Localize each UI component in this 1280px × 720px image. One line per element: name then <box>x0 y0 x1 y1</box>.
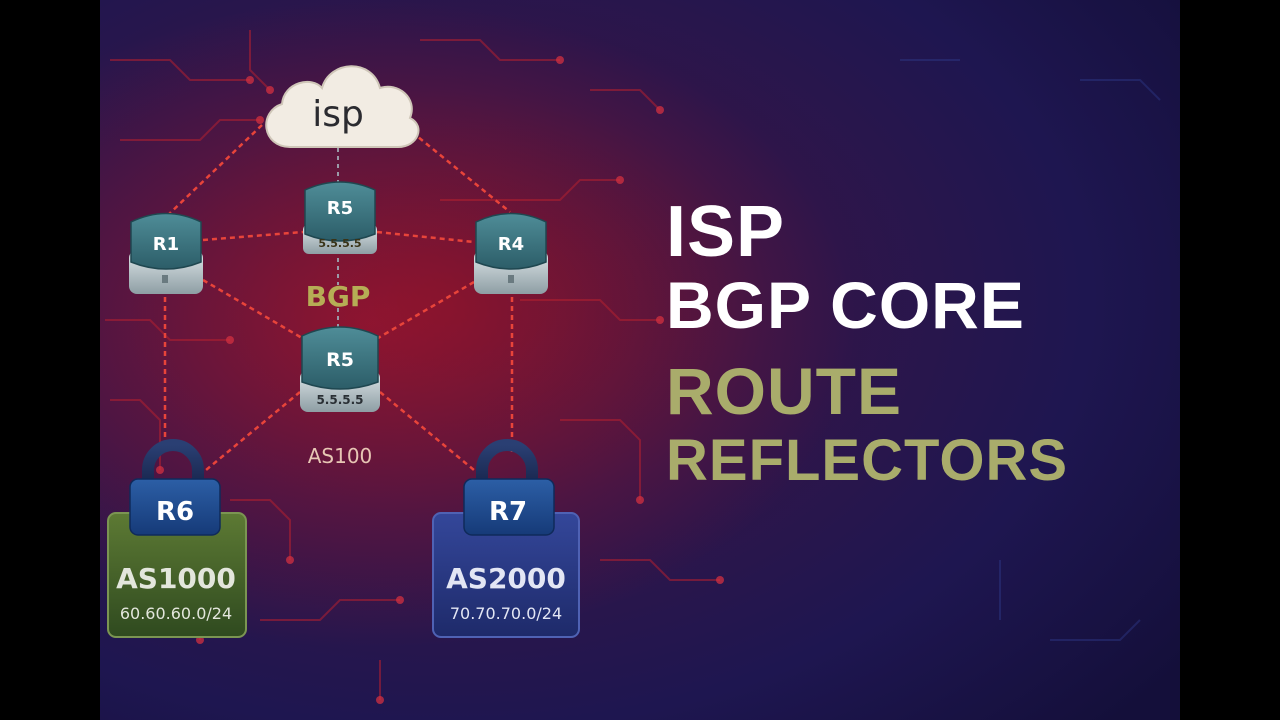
bgp-links <box>163 124 514 476</box>
link-r5mid-r7 <box>379 391 481 476</box>
link-isp-r4 <box>411 131 511 213</box>
router-r1-label: R1 <box>153 234 179 255</box>
isp-cloud: isp <box>265 65 420 148</box>
as2000-box: R7 AS2000 70.70.70.0/24 <box>432 439 580 638</box>
router-icon <box>130 212 202 270</box>
router-r5-mid-ip: 5.5.5.5 <box>316 393 363 407</box>
router-r4: R4 <box>474 212 548 294</box>
router-port-icon <box>162 275 168 283</box>
router-port-icon <box>508 275 514 283</box>
isp-label: isp <box>312 94 364 135</box>
circuit-traces <box>105 30 720 700</box>
link-r1-r5mid <box>202 278 303 340</box>
lock-icon <box>476 439 538 482</box>
router-r5-mid: R5 5.5.5.5 <box>300 326 380 412</box>
background-glow <box>100 0 1180 720</box>
router-r5-top: R5 5.5.5.5 <box>303 181 377 254</box>
router-r7-label: R7 <box>489 497 527 527</box>
router-icon <box>304 181 376 242</box>
link-r4-r5mid <box>377 280 475 340</box>
lock-body <box>129 478 221 536</box>
title-line-route: ROUTE <box>666 354 902 428</box>
as1000-box: R6 AS1000 60.60.60.0/24 <box>107 439 247 638</box>
router-r5-top-ip: 5.5.5.5 <box>318 237 361 250</box>
link-r5mid-r6 <box>199 391 301 476</box>
as1000-prefix: 60.60.60.0/24 <box>120 604 232 623</box>
router-icon <box>301 326 379 390</box>
as2000-prefix: 70.70.70.0/24 <box>450 604 562 623</box>
router-r1: R1 <box>129 212 203 294</box>
lock-icon <box>142 439 204 482</box>
router-r4-label: R4 <box>498 234 524 255</box>
title-line-bgp-core: BGP CORE <box>666 268 1025 342</box>
router-r5-mid-label: R5 <box>326 349 354 371</box>
bgp-label: BGP <box>306 280 371 313</box>
title-line-isp: ISP <box>666 192 786 272</box>
as100-label: AS100 <box>308 444 373 468</box>
link-r1-r5top <box>202 230 304 242</box>
title-line-reflectors: REFLECTORS <box>666 428 1069 493</box>
link-r5top-r4 <box>376 230 475 244</box>
as2000-label: AS2000 <box>446 562 566 595</box>
circuit-nodes <box>156 56 724 704</box>
as1000-label: AS1000 <box>116 562 236 595</box>
router-icon <box>475 212 547 270</box>
circuit-traces-blue <box>900 59 1161 641</box>
link-isp-r1 <box>167 124 263 216</box>
lock-body <box>463 478 555 536</box>
router-r5-top-label: R5 <box>327 198 353 219</box>
router-r6-label: R6 <box>156 497 194 527</box>
